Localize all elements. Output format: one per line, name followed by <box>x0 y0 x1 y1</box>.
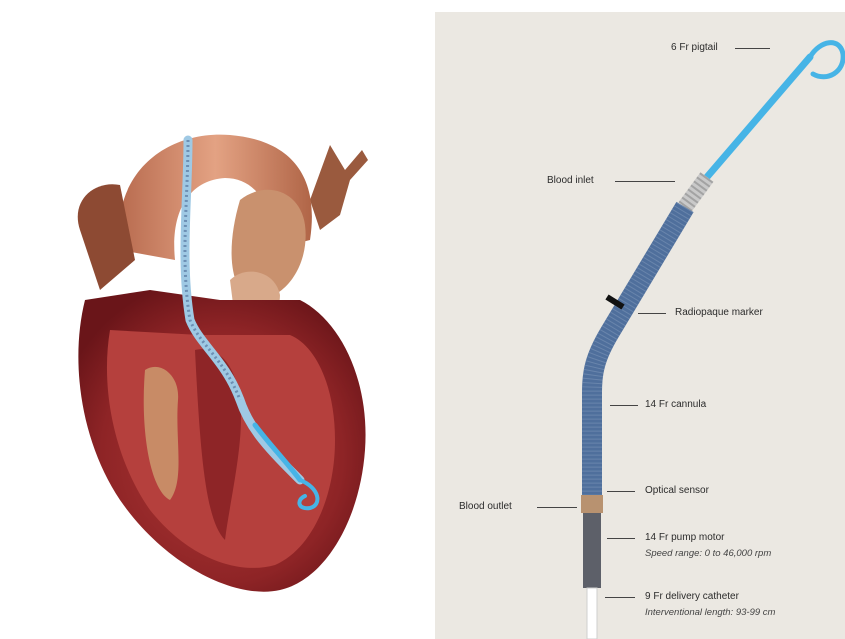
leader-radiopaque-marker <box>638 313 666 314</box>
label-delivery-catheter: 9 Fr delivery catheter <box>645 591 739 602</box>
label-blood-inlet: Blood inlet <box>547 175 594 186</box>
pulmonary-branch <box>310 145 368 230</box>
leader-cannula <box>610 405 638 406</box>
leader-pump-motor <box>607 538 635 539</box>
leader-pigtail <box>735 48 770 49</box>
leader-optical-sensor <box>607 491 635 492</box>
label-blood-outlet: Blood outlet <box>459 501 512 512</box>
leader-delivery-catheter <box>605 597 635 598</box>
leader-blood-inlet <box>615 181 675 182</box>
delivery-catheter <box>587 588 597 639</box>
device-diagram-panel: 6 Fr pigtail Blood inlet Radiopaque mark… <box>435 12 845 639</box>
label-speed-range: Speed range: 0 to 46,000 rpm <box>645 548 771 559</box>
label-radiopaque-marker: Radiopaque marker <box>675 307 763 318</box>
impella-device-diagram <box>435 12 845 639</box>
pigtail-curl <box>810 43 843 77</box>
pigtail-shaft <box>707 57 810 177</box>
heart-cutaway-illustration <box>0 0 420 639</box>
cannula-coil-texture <box>592 207 685 502</box>
pump-motor <box>583 513 601 588</box>
blood-outlet-section <box>581 495 603 513</box>
label-pigtail: 6 Fr pigtail <box>671 42 718 53</box>
label-pump-motor: 14 Fr pump motor <box>645 532 724 543</box>
label-optical-sensor: Optical sensor <box>645 485 709 496</box>
label-cannula: 14 Fr cannula <box>645 399 706 410</box>
heart-illustration-panel <box>0 0 420 639</box>
label-interventional-length: Interventional length: 93-99 cm <box>645 607 775 618</box>
leader-blood-outlet <box>537 507 577 508</box>
